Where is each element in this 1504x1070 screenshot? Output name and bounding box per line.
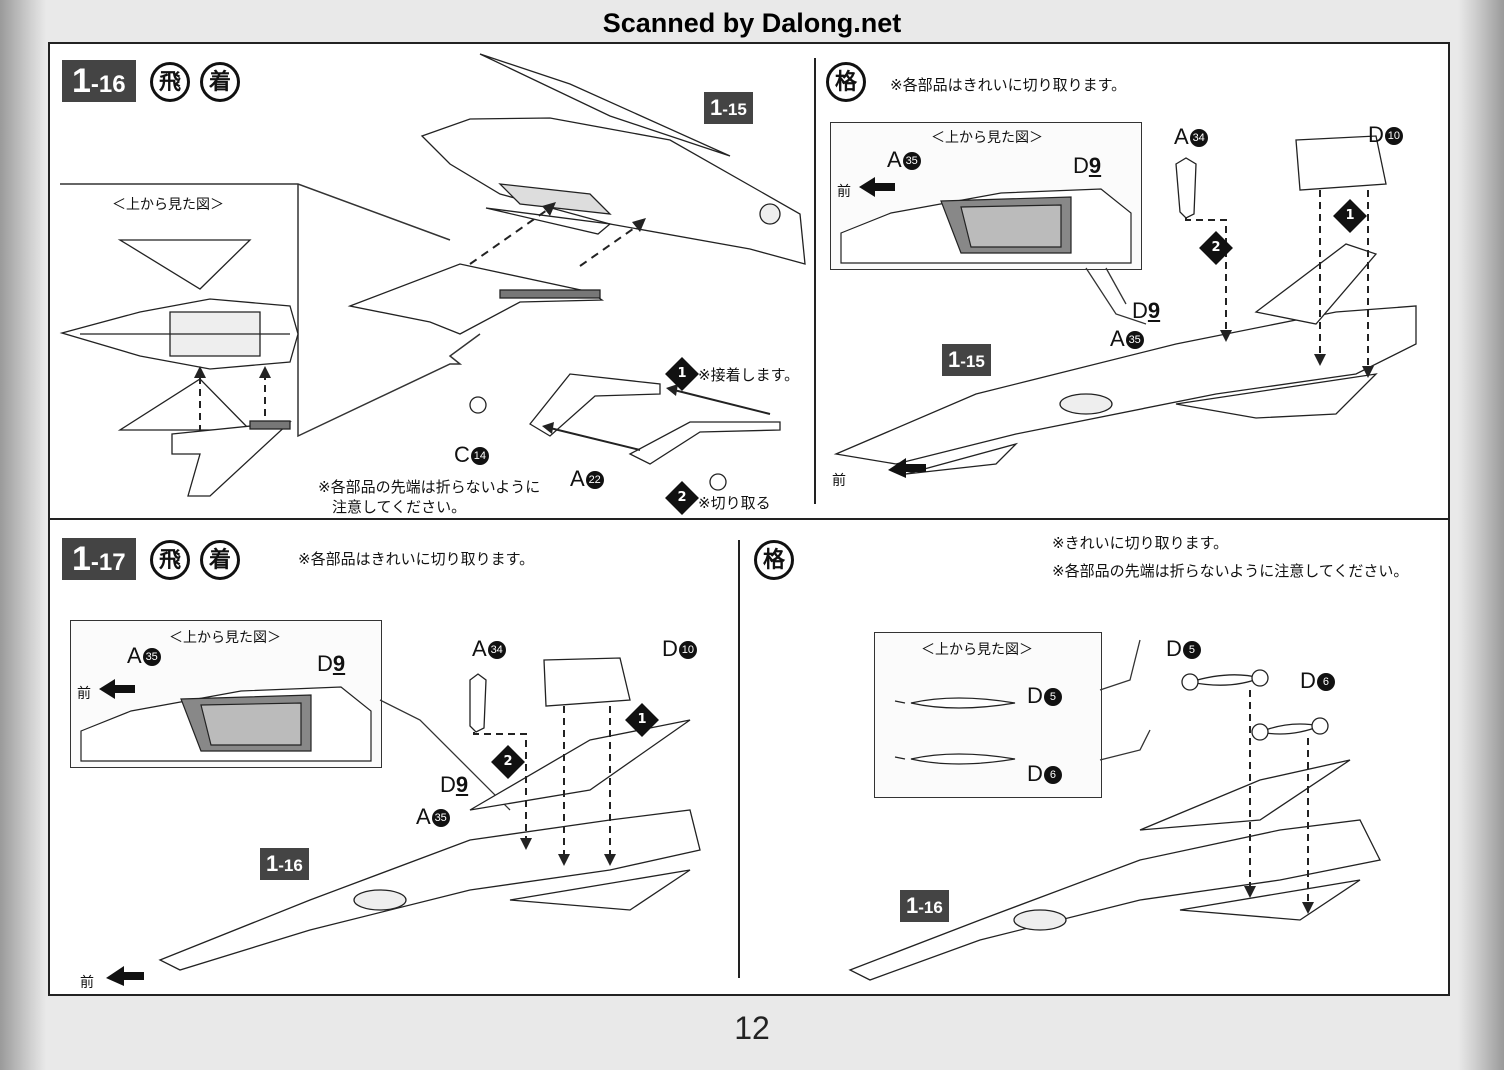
ship-body [833,243,1417,475]
top-view-ship [59,239,299,431]
front-label: 前 [832,473,846,489]
fly-icon: 飛 [150,62,190,102]
sequence-2-marker: 2 [1199,231,1233,265]
grid-icon: 格 [754,540,794,580]
land-icon: 着 [200,62,240,102]
panel-kaku-bottom: 格 ※きれいに切り取ります。 ※各部品の先端は折らないように注意してください。 … [740,520,1448,994]
step-sub: -16 [90,71,126,98]
scan-credit: Scanned by Dalong.net [602,8,902,38]
inset-title: ＜上から見た図＞ [921,642,1033,658]
inset-label-d9: D9 [317,651,346,676]
inset-title: ＜上から見た図＞ [169,630,281,646]
inset-drawing [894,697,1016,765]
divider-vertical-top [814,58,816,504]
inset-drawing [80,679,372,762]
front-label: 前 [837,184,851,200]
page-number: 12 [734,1010,770,1046]
detail-parts [469,373,781,491]
assembly-drawing-kaku2 [848,639,1381,981]
wing-part-mid [347,263,605,335]
wing-part [171,420,292,497]
front-label: 前 [77,686,91,702]
ref-badge-1-16: 1-16 [260,848,309,880]
caution-note-line2: 注意してください。 [332,498,467,516]
part-label-d9: D9 [1132,298,1161,323]
cut-note: ※きれいに切り取ります。 [1052,534,1229,552]
step-number: 1-17 [62,538,136,580]
step-number: 1-16 [62,60,136,102]
inset-label-d9: D9 [1073,153,1102,178]
ship-body [848,669,1381,981]
panel-step-1-16: 1-16 飛 着 [50,44,814,518]
sequence-1-note: ※接着します。 [698,366,800,384]
ref-badge-main: 1 [710,95,723,120]
inset-drawing [840,188,1132,264]
ref-badge-1-15: 1-15 [942,344,991,376]
sequence-2-marker: 2 [665,481,699,515]
fly-icon: 飛 [150,540,190,580]
front-label: 前 [80,975,94,991]
cut-note: ※各部品はきれいに切り取ります。 [890,76,1127,94]
land-icon: 着 [200,540,240,580]
tip-caution-note: ※各部品の先端は折らないように注意してください。 [1052,562,1409,580]
sequence-1-marker: 1 [1333,199,1367,233]
front-arrow-icon [859,177,895,197]
divider-vertical-bottom [738,540,740,978]
step-main: 1 [72,62,91,100]
assembly-drawing [59,53,806,497]
sequence-2-marker: 2 [491,745,525,779]
top-view-title: ＜上から見た図＞ [112,197,224,213]
ref-badge-1-16: 1-16 [900,890,949,922]
grid-icon: 格 [826,62,866,102]
instruction-sheet: 1-16 飛 着 [48,42,1450,996]
cut-note: ※各部品はきれいに切り取ります。 [298,550,535,568]
inset-title: ＜上から見た図＞ [931,130,1043,146]
sequence-2-note: ※切り取る [698,494,771,512]
caution-note-line1: ※各部品の先端は折らないように [318,478,541,496]
ref-badge-1-15: 1-15 [704,92,753,124]
ship-body [158,719,701,971]
sequence-1-marker: 1 [665,357,699,391]
part-label-d9: D9 [440,772,469,797]
main-ship [420,53,806,265]
assembly-drawing-1-17 [106,657,701,986]
sequence-1-marker: 1 [625,703,659,737]
ref-badge-sub: -15 [722,100,747,119]
assembly-drawing-kaku [833,135,1417,478]
divider-horizontal [50,518,1448,520]
